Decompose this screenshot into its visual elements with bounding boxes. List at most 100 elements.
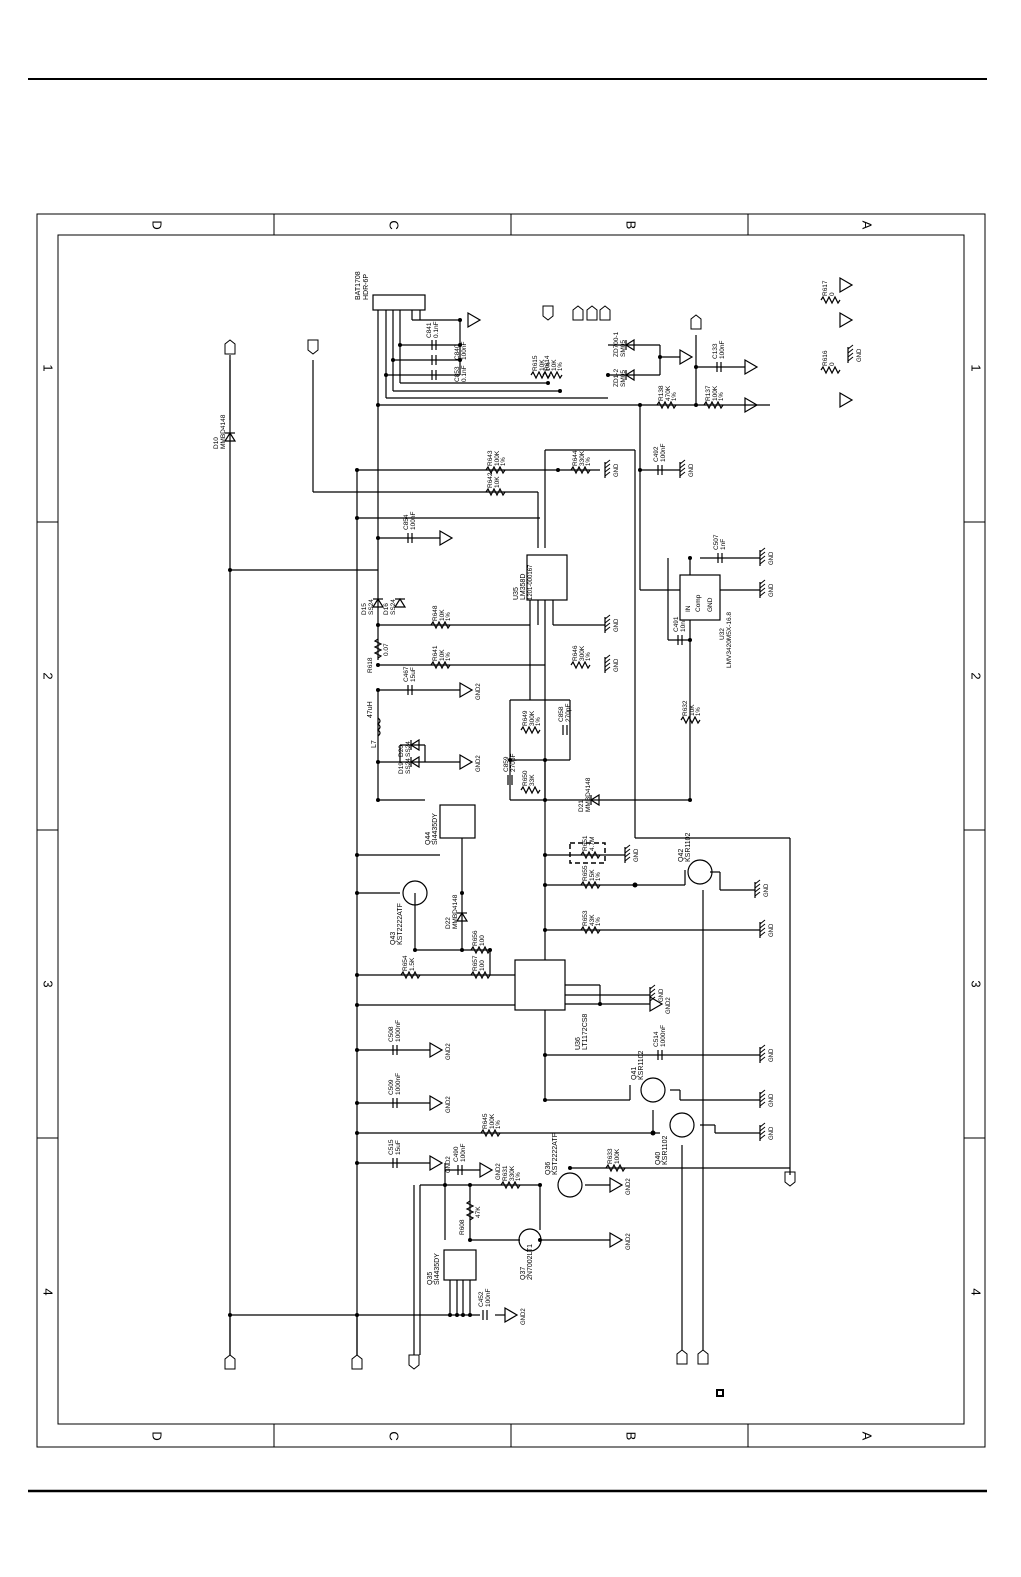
r656-value: 100 — [479, 935, 486, 946]
c492-value: 100nF — [660, 444, 667, 462]
gnd-label: GND — [614, 658, 620, 672]
d21-value: MMBD4148 — [585, 777, 592, 812]
gnd2-label: GND2 — [476, 755, 482, 772]
c508-ref: C508 — [388, 1026, 395, 1042]
ground-arrow — [839, 391, 854, 409]
gnd2-label: GND2 — [626, 1178, 632, 1195]
r641-value: 10K — [439, 649, 446, 661]
ic-u32: IN Comp GND U32 LMV3420M5X-16.8 — [679, 574, 733, 668]
r645-ref: R645 — [482, 1113, 489, 1129]
c853-ref: C853 — [454, 366, 461, 382]
c492-ref: C492 — [653, 446, 660, 462]
r642-ref: R642 — [487, 472, 494, 488]
gnd2-label: GND2 — [496, 1163, 502, 1180]
port-connector — [599, 305, 611, 321]
gnd2-symbol: GND2 — [649, 995, 672, 1014]
port-connector — [784, 1171, 796, 1187]
c859-ref: C859 — [503, 756, 510, 772]
r615-value: 10K — [539, 359, 546, 371]
r653-tolerance: 1% — [596, 917, 602, 926]
zd1-ref: ZD1-2 — [613, 369, 620, 387]
col-label-top-b: B — [624, 221, 639, 230]
r653-ref: R653 — [582, 910, 589, 926]
ic-u35: U35 LM358D 1201-000167 — [513, 554, 568, 601]
gnd2-symbol: GND2 — [479, 1161, 502, 1180]
q40-ref: Q40 — [655, 1152, 662, 1165]
row-label-right-3: 3 — [969, 980, 984, 987]
col-label-bottom-c: C — [387, 1431, 402, 1440]
row-label-right-4: 4 — [969, 1288, 984, 1295]
port-connector — [542, 305, 554, 321]
gnd-label: GND — [769, 1126, 775, 1140]
q44-part: SI4435DY — [432, 813, 439, 845]
r650-value: 33K — [529, 774, 536, 786]
r633-ref: R633 — [607, 1148, 614, 1164]
l7-value: 47uH — [367, 701, 374, 718]
c133-value: 100nF — [719, 341, 726, 359]
gnd-symbol: GND — [679, 459, 695, 478]
connector-bat1708: BAT1708 HDR-6P — [355, 271, 426, 311]
c491-value: 10nF — [680, 617, 687, 632]
q35-ref: Q35 — [427, 1272, 434, 1285]
d10-ref: D10 — [213, 437, 220, 449]
d21-ref: D21 — [578, 800, 585, 812]
col-label-top-a: A — [860, 221, 875, 230]
gnd2-label: GND2 — [446, 1156, 452, 1173]
gnd-label: GND — [659, 988, 665, 1002]
r657-ref: R657 — [472, 955, 479, 971]
r651-ref: R651 — [582, 835, 589, 851]
r641-ref: R641 — [432, 645, 439, 661]
gnd2-label: GND2 — [626, 1233, 632, 1250]
d19-value: SS24 — [405, 758, 412, 774]
gnd-symbol: GND — [759, 1089, 775, 1108]
c452-ref: C452 — [478, 1291, 485, 1307]
c509-ref: C509 — [388, 1079, 395, 1095]
d15-value: SS24 — [368, 599, 375, 615]
r646-value: 300K — [579, 645, 586, 661]
gnd-symbol: GND — [847, 344, 863, 363]
u32-part: LMV3420M5X-16.8 — [726, 612, 733, 668]
port-connector — [408, 1354, 420, 1370]
c507-value: 1nF — [720, 539, 727, 550]
r138-tolerance: 1% — [672, 392, 678, 401]
r137-ref: R137 — [705, 385, 712, 401]
r657-value: 100 — [479, 960, 486, 971]
c841-ref: C841 — [426, 322, 433, 338]
port-connector — [351, 1354, 363, 1370]
row-label-left-2: 2 — [41, 672, 56, 679]
col-label-bottom-d: D — [150, 1431, 165, 1440]
q42-symbol — [687, 859, 713, 885]
wiring — [229, 310, 791, 1355]
col-label-bottom-a: A — [860, 1432, 875, 1441]
r137-tolerance: 1% — [719, 392, 725, 401]
r656-ref: R656 — [472, 930, 479, 946]
q36-symbol — [557, 1172, 583, 1198]
row-label-left-4: 4 — [41, 1288, 56, 1295]
r641-tolerance: 1% — [446, 652, 452, 661]
q36-part: KST2222ATF — [552, 1133, 559, 1175]
q43-ref: Q43 — [390, 932, 397, 945]
gnd-symbol: GND — [759, 1044, 775, 1063]
port-connectors — [224, 305, 796, 1370]
